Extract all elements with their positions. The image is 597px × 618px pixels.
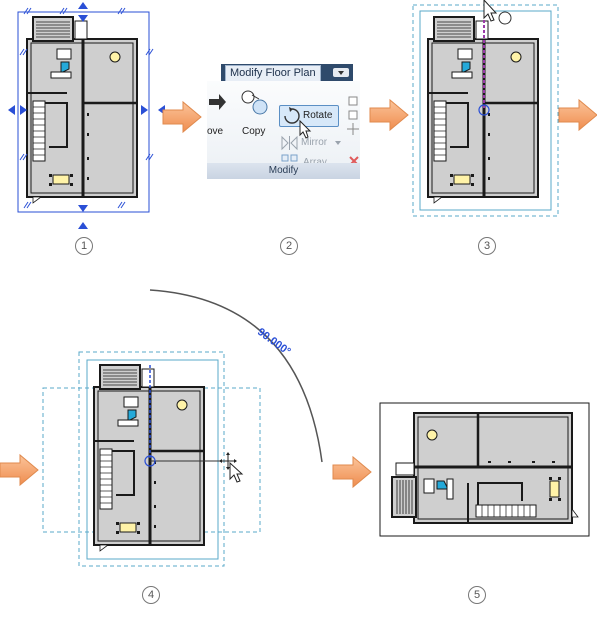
ribbon-tab-title[interactable]: Modify Floor Plan <box>225 65 321 81</box>
step3-floor-plan[interactable] <box>426 15 540 205</box>
step4-inner-bound <box>86 359 219 560</box>
rotate-label: Rotate <box>303 110 333 121</box>
mouse-cursor-icon <box>299 119 312 139</box>
move-icon <box>209 94 226 110</box>
step-number-5: 5 <box>468 586 486 604</box>
step-arrow <box>332 456 372 488</box>
step5-frame <box>379 402 590 537</box>
rotate-button[interactable]: Rotate <box>279 105 339 127</box>
step1-floor-plan[interactable] <box>25 15 139 205</box>
ribbon-panel-label: Modify <box>207 163 360 179</box>
move-label[interactable]: ove <box>207 126 224 137</box>
step-number-3: 3 <box>478 237 496 255</box>
ribbon-title-bar: Modify Floor Plan <box>221 64 353 81</box>
align-icon[interactable] <box>347 95 359 135</box>
copy-label[interactable]: Copy <box>242 126 266 137</box>
step4-dashed-bound <box>78 351 225 567</box>
selection-grips[interactable] <box>8 2 165 229</box>
step-number-4: 4 <box>142 586 160 604</box>
modify-ribbon-panel: Modify Floor Plan ove Copy Rotate <box>207 64 360 182</box>
ribbon-body: ove Copy Rotate Mirror <box>207 81 360 171</box>
array-label[interactable]: Array <box>303 157 327 168</box>
mirror-label[interactable]: Mirror <box>301 137 328 148</box>
step-number-1: 1 <box>75 237 93 255</box>
step-number-2: 2 <box>280 237 298 255</box>
step5-floor-plan[interactable] <box>390 411 580 525</box>
move-cursor-icon <box>219 452 244 483</box>
rotation-center-point[interactable] <box>478 104 490 116</box>
rotation-arc <box>149 289 323 463</box>
selection-box <box>17 11 150 213</box>
mouse-cursor-icon <box>483 0 498 22</box>
mirror-icon[interactable] <box>280 135 300 151</box>
step-arrow <box>162 101 202 133</box>
step-arrow <box>558 98 597 132</box>
pin-marks <box>19 7 154 209</box>
step-arrow <box>0 453 39 487</box>
rotate-target-circle <box>498 11 512 25</box>
step-arrow <box>369 99 409 131</box>
step4-rotation-center[interactable] <box>144 455 156 467</box>
copy-icon[interactable] <box>240 89 270 119</box>
chevron-down-icon[interactable] <box>333 68 349 77</box>
step4-floor-plan[interactable] <box>92 363 206 553</box>
chevron-down-icon[interactable] <box>335 141 341 145</box>
rotate-icon <box>284 107 300 124</box>
